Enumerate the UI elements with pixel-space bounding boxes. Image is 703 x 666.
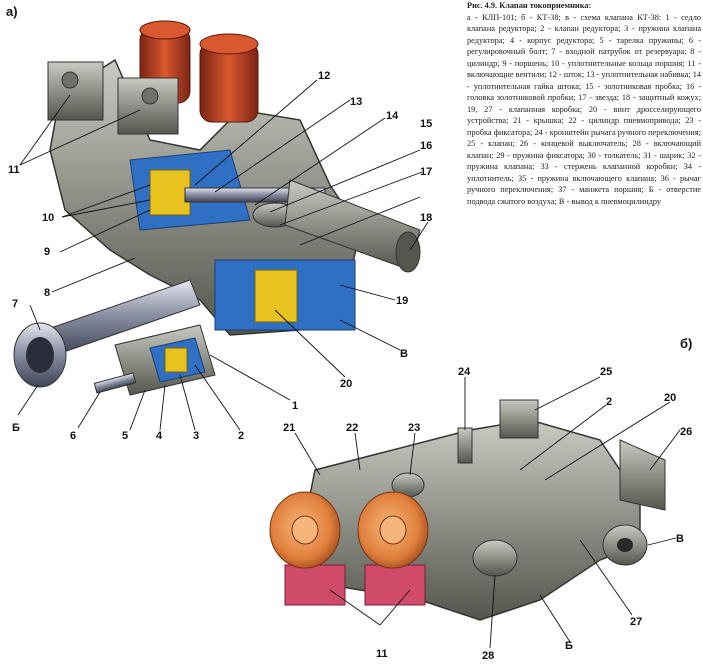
label-28: 28 [482,650,495,662]
label-7: 7 [12,298,19,310]
label-v-outlet: В [400,348,408,360]
label-24: 24 [458,366,471,378]
valve-head-right [117,77,179,135]
label-20: 20 [340,378,353,390]
label-11: 11 [8,164,20,176]
lever-bracket [457,427,473,464]
label-8: 8 [44,287,51,299]
limit-switch [619,439,666,511]
switching-valve-28 [472,539,518,577]
label-9: 9 [44,246,51,258]
label-22: 22 [346,422,359,434]
label-25: 25 [600,366,613,378]
label-27: 27 [630,616,643,628]
label-10: 10 [42,212,55,224]
label-16: 16 [420,140,433,152]
label-14: 14 [386,110,399,122]
label-23: 23 [408,422,421,434]
label-4: 4 [156,430,163,442]
label-3: 3 [193,430,200,442]
label-b-b: Б [565,640,573,652]
label-1: 1 [292,400,299,412]
label-20b: 20 [664,392,677,404]
label-11b: 11 [376,648,388,660]
panel-b-label: б) [680,336,693,351]
coil-right [199,33,259,123]
label-6: 6 [70,430,77,442]
spool-plug [254,269,298,323]
label-12: 12 [318,70,331,82]
label-5: 5 [122,430,129,442]
label-13: 13 [350,96,363,108]
panel-a-label: а) [6,4,18,19]
caption-body: а - КЛП-101; б - КТ-38; в - схема клапан… [467,12,701,206]
label-15: 15 [420,118,433,130]
label-v-b: В [676,533,684,545]
valve-kt38-illustration [269,399,666,621]
label-26: 26 [680,426,693,438]
caption-title: Рис. 4.9. Клапан токоприемника: [467,1,592,10]
label-19: 19 [396,295,409,307]
piston [149,169,191,216]
label-2b: 2 [606,396,613,408]
label-b-inlet: Б [12,422,20,434]
leader-lines-a [17,79,429,431]
label-18: 18 [420,212,433,224]
label-21: 21 [283,422,296,434]
figure-caption: Рис. 4.9. Клапан токоприемника: а - КЛП-… [467,0,701,207]
valve-klp101-illustration [13,20,421,396]
valve-head-left [47,61,104,121]
valve-25 [499,399,539,439]
leader-lines-b [294,376,681,649]
label-17: 17 [420,166,433,178]
adjusting-bolt [93,372,137,394]
label-2: 2 [238,430,245,442]
